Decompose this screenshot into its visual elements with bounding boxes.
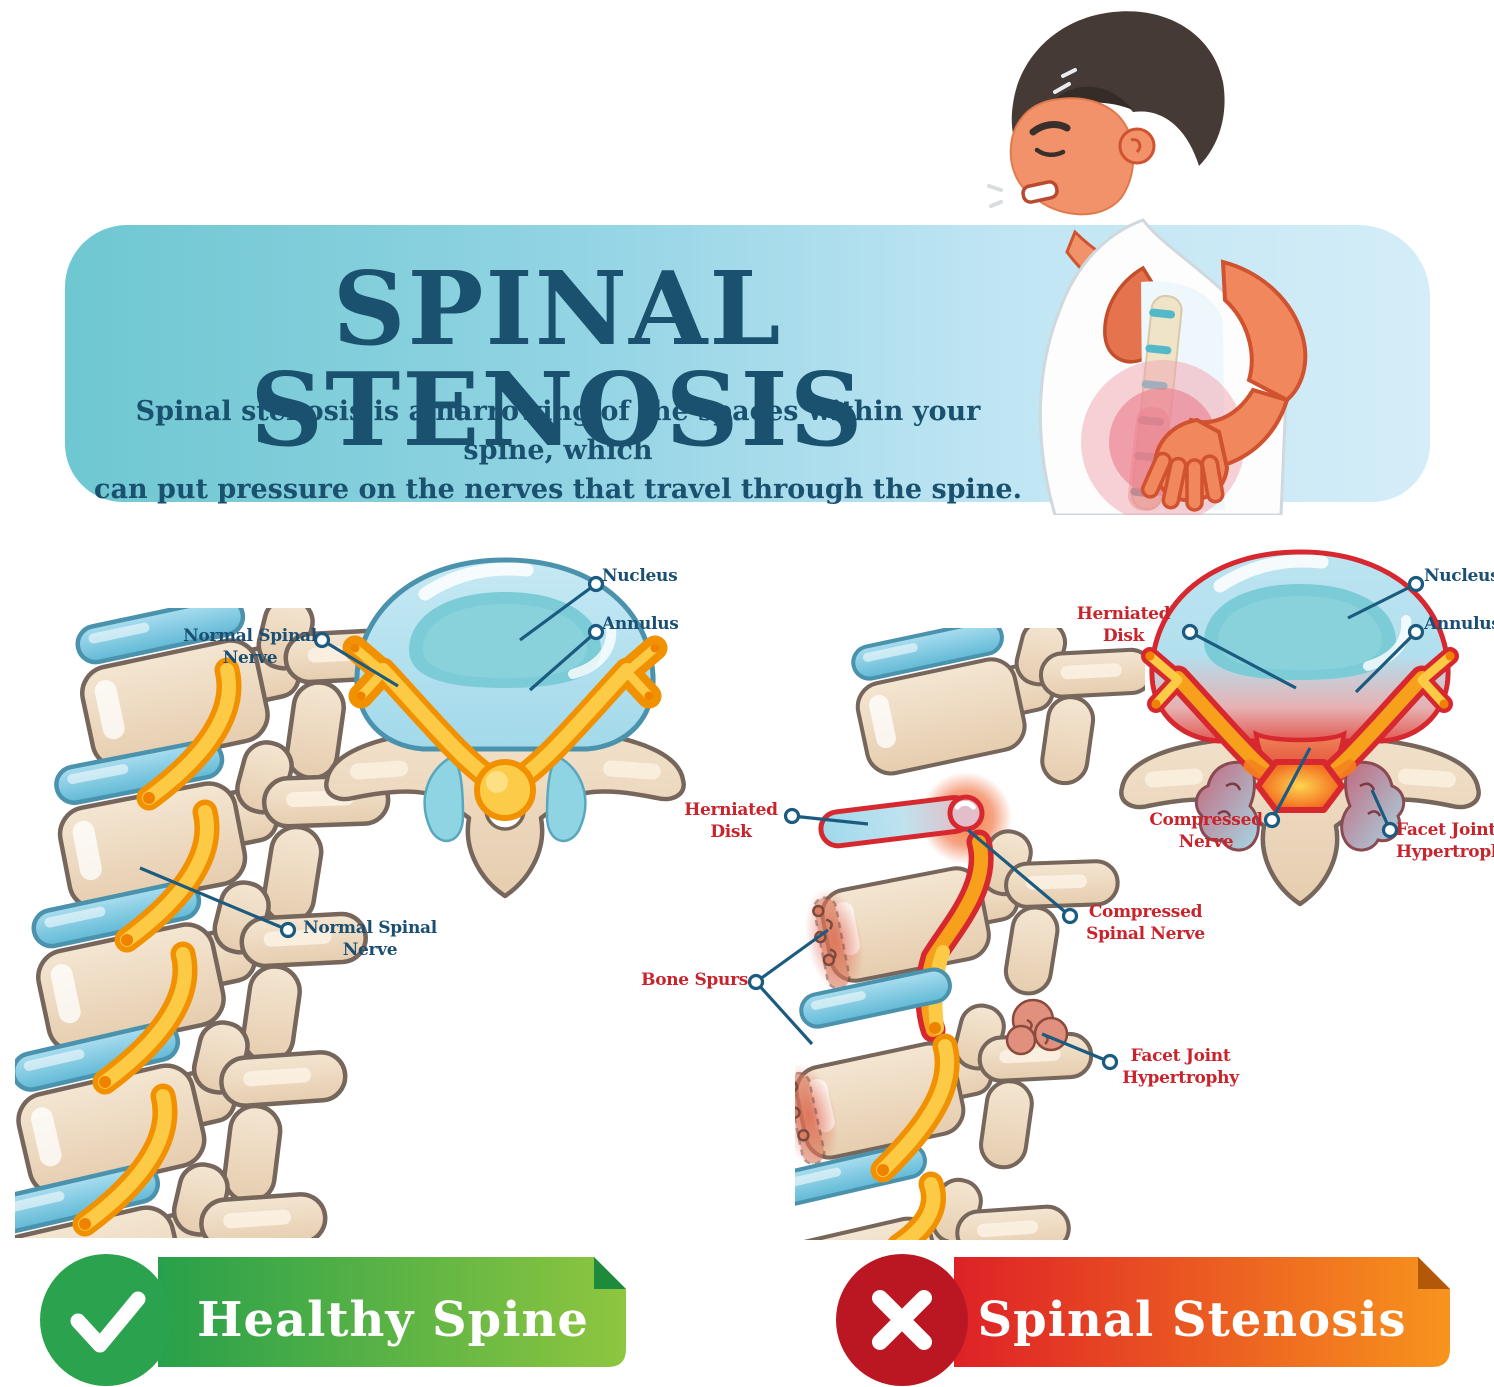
healthy-vertebra-axial-view — [324, 557, 686, 899]
man-back-pain-illustration — [987, 11, 1308, 515]
page-title: SPINAL STENOSIS — [250, 249, 865, 469]
subtitle-line1: Spinal stenosis is a narrowing of the sp… — [135, 396, 981, 467]
label-facet-joint-hypertrophy-axial: Facet Joint Hypertrophy — [1396, 820, 1494, 862]
facet-joint-right — [545, 754, 587, 843]
label-normal-spinal-nerve-top: Normal Spinal Nerve — [183, 626, 317, 668]
label-nucleus-healthy: Nucleus — [602, 566, 678, 586]
facet-joint-left — [423, 754, 465, 843]
subtitle-line2: can put pressure on the nerves that trav… — [94, 474, 1022, 506]
label-herniated-disk-axial: Herniated Disk — [1076, 604, 1171, 646]
cross-icon — [872, 1290, 932, 1350]
label-herniated-disk-side: Herniated Disk — [684, 800, 778, 842]
herniated-disk-shape — [818, 794, 985, 849]
man-closed-eye — [1034, 147, 1066, 157]
stenosis-vertebra-axial-view — [1119, 549, 1481, 907]
compressed-nerve-center — [1255, 759, 1345, 813]
man-hair — [1011, 11, 1225, 196]
label-bone-spurs: Bone Spurs — [641, 970, 748, 990]
healthy-banner-label: Healthy Spine — [197, 1292, 589, 1348]
man-eyebrow — [1029, 121, 1071, 136]
lower-nerves — [870, 1033, 960, 1240]
healthy-spine-banner — [40, 1254, 626, 1386]
man-ear — [1118, 127, 1156, 165]
check-badge — [40, 1254, 172, 1386]
label-annulus-stenosis: Annulus — [1424, 614, 1494, 634]
label-nucleus-stenosis: Nucleus — [1424, 566, 1494, 586]
banner-fold — [594, 1257, 626, 1289]
strain-marks — [1053, 68, 1077, 94]
spinal-stenosis-banner — [836, 1254, 1450, 1386]
label-facet-joint-hypertrophy-side: Facet Joint Hypertrophy — [1122, 1046, 1239, 1088]
label-compressed-nerve: Compressed Nerve — [1149, 810, 1263, 852]
label-annulus-healthy: Annulus — [602, 614, 679, 634]
man-grimace-mouth — [1021, 180, 1059, 204]
stenosis-banner-label: Spinal Stenosis — [977, 1292, 1407, 1348]
hypertrophied-facet-left — [1194, 760, 1260, 852]
label-normal-spinal-nerve-bottom: Normal Spinal Nerve — [303, 918, 437, 960]
bone-spurs-body3 — [795, 1062, 839, 1169]
label-compressed-spinal-nerve: Compressed Spinal Nerve — [1086, 902, 1205, 944]
check-icon — [70, 1291, 146, 1353]
banner-fold — [1418, 1257, 1450, 1289]
page-subtitle: Spinal stenosis is a narrowing of the sp… — [88, 392, 1028, 509]
man-near-arm — [1140, 259, 1308, 512]
